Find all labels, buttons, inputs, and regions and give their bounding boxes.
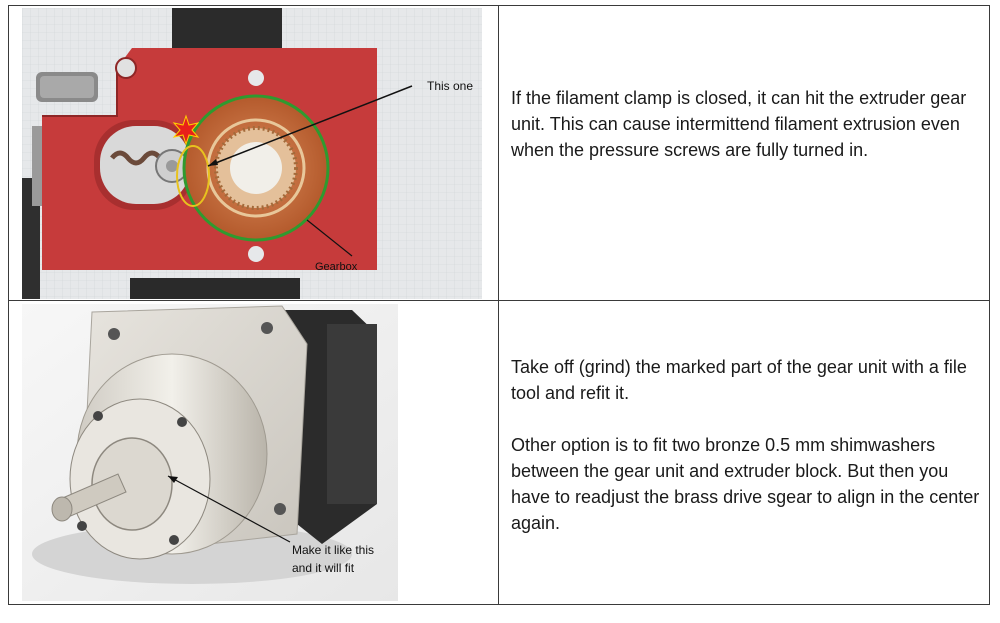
callout-make-it-like-this: Make it like this [292, 543, 374, 557]
callout-this-one: This one [427, 79, 473, 93]
row2-text-para2: Other option is to fit two bronze 0.5 mm… [511, 435, 980, 533]
table-border-bottom [8, 604, 990, 605]
extruder-cad-image: This one Gearbox [22, 8, 482, 299]
callout-gearbox: Gearbox [315, 261, 358, 273]
row1-text: If the filament clamp is closed, it can … [511, 88, 967, 160]
callout-and-it-will-fit: and it will fit [292, 561, 355, 575]
row1-description: If the filament clamp is closed, it can … [511, 85, 981, 163]
table-border-top [8, 5, 990, 6]
row2-description-para1: Take off (grind) the marked part of the … [511, 354, 981, 406]
table-column-divider [498, 5, 499, 605]
row2-description-para2: Other option is to fit two bronze 0.5 mm… [511, 432, 981, 536]
table-border-left [8, 5, 9, 605]
table-border-right [989, 5, 990, 605]
gear-unit-render-image: Make it like this and it will fit [22, 304, 398, 601]
row2-text-para1: Take off (grind) the marked part of the … [511, 357, 967, 403]
warning-star-icon [172, 114, 200, 146]
table-row-divider [8, 300, 990, 301]
